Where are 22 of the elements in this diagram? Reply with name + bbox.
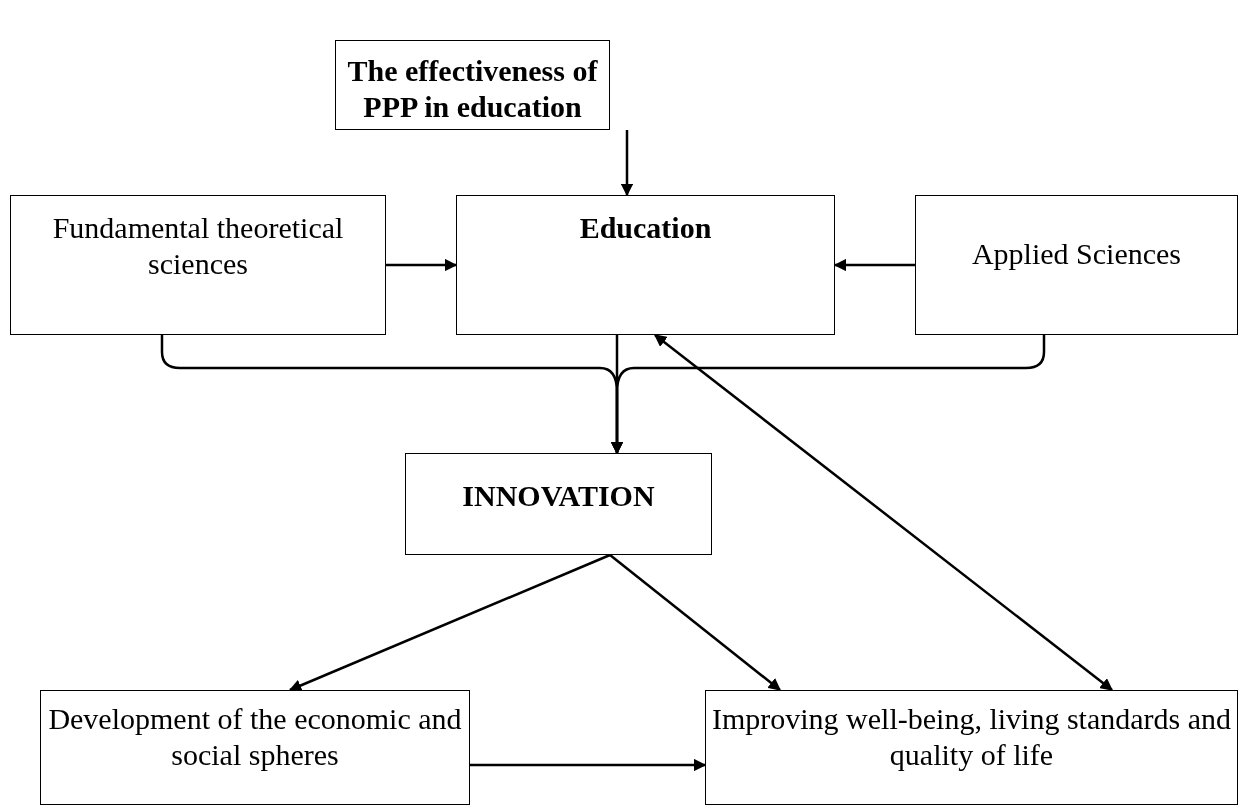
box-text: Improving well-being, living standards and quality of life [710,701,1233,773]
box-text: Applied Sciences [971,236,1182,272]
arrow [620,130,634,197]
box-text: INNOVATION [462,478,655,514]
box-text: Fundamental theoretical sciences [51,210,345,282]
box-text: The effectiveness of PPP in education [346,53,599,125]
process-box [40,690,470,805]
arrow [609,554,781,691]
arrow [288,553,611,692]
arrow [610,335,1046,455]
box-text: Development of the economic and social spheres [47,701,463,773]
process-box [335,40,610,130]
arrow [386,258,458,272]
arrow [470,758,707,772]
process-box [405,453,712,555]
process-box [10,195,386,335]
process-box [915,195,1238,335]
box-text: Education [579,210,712,246]
arrow [654,334,1113,691]
arrow [833,258,915,272]
process-box [705,690,1238,805]
process-box [456,195,835,335]
